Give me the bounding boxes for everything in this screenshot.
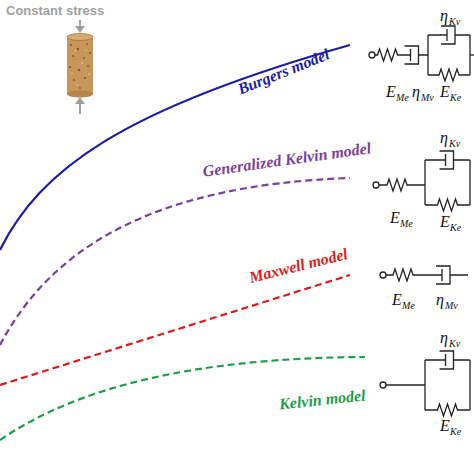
burgers-schematic	[369, 26, 474, 81]
parameter-symbol: η	[436, 292, 444, 308]
curve-label: Generalized Kelvin model	[202, 140, 372, 179]
parameter-symbol: E	[440, 84, 450, 100]
generalized-kelvin-curve	[0, 178, 350, 345]
parameter-subscript: Mv	[421, 93, 434, 103]
parameter-symbol: η	[440, 130, 448, 146]
parameter-subscript: Kv	[449, 17, 460, 27]
maxwell-curve	[0, 275, 350, 385]
parameter-symbol: E	[392, 292, 402, 308]
parameter-subscript: Me	[396, 93, 409, 103]
parameter-symbol: E	[390, 210, 400, 226]
parameter-symbol: η	[440, 8, 448, 24]
burgers-curve	[0, 45, 350, 250]
parameter-subscript: Me	[400, 219, 413, 229]
parameter-subscript: Me	[402, 301, 415, 311]
curve-label: Kelvin model	[278, 388, 366, 413]
cork-specimen	[67, 34, 93, 98]
kelvin-curve	[0, 357, 365, 440]
parameter-subscript: Kv	[449, 339, 460, 349]
curve-label: Burgers model	[235, 46, 331, 97]
generalized-kelvin-schematic	[373, 151, 470, 211]
curve-label: Maxwell model	[247, 246, 349, 286]
parameter-symbol: η	[412, 84, 420, 100]
kelvin-schematic	[380, 351, 470, 416]
parameter-subscript: Kv	[449, 139, 460, 149]
parameter-subscript: Ke	[450, 93, 461, 103]
caption-text: Constant stress	[6, 4, 104, 17]
parameter-symbol: E	[386, 84, 396, 100]
parameter-symbol: E	[440, 418, 450, 434]
parameter-subscript: Mv	[445, 301, 458, 311]
parameter-symbol: E	[440, 214, 450, 230]
parameter-subscript: Ke	[450, 223, 461, 233]
maxwell-schematic	[380, 266, 468, 284]
parameter-symbol: η	[440, 330, 448, 346]
parameter-subscript: Ke	[450, 427, 461, 437]
